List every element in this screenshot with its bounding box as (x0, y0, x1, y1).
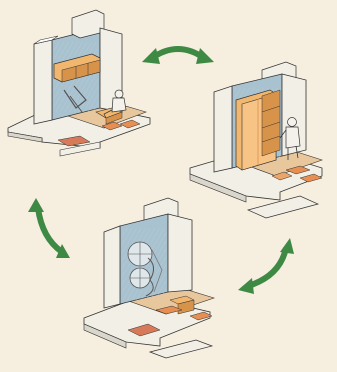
scene-2-left-wall (214, 86, 232, 172)
double-headed-curved-arrow-icon (152, 49, 204, 58)
arrowhead-icon (28, 198, 44, 212)
arrowhead-icon (238, 278, 254, 294)
scene-bottom (84, 198, 214, 358)
double-headed-curved-arrow-icon (248, 248, 286, 286)
scene-1-left-wall-front (34, 40, 52, 124)
arrow-lower-right (238, 238, 294, 294)
scene-right (190, 62, 322, 218)
scene-3-left-wall (104, 226, 120, 308)
arrowhead-icon (196, 48, 214, 64)
scene-2-ledge (248, 196, 318, 218)
arrowhead-icon (280, 238, 294, 254)
scene-top-left (8, 10, 150, 156)
arrow-left (28, 198, 70, 258)
double-headed-curved-arrow-icon (38, 208, 62, 252)
arrowhead-icon (142, 48, 160, 64)
scene-3-right-wall (168, 214, 192, 292)
arrow-top (142, 48, 214, 64)
